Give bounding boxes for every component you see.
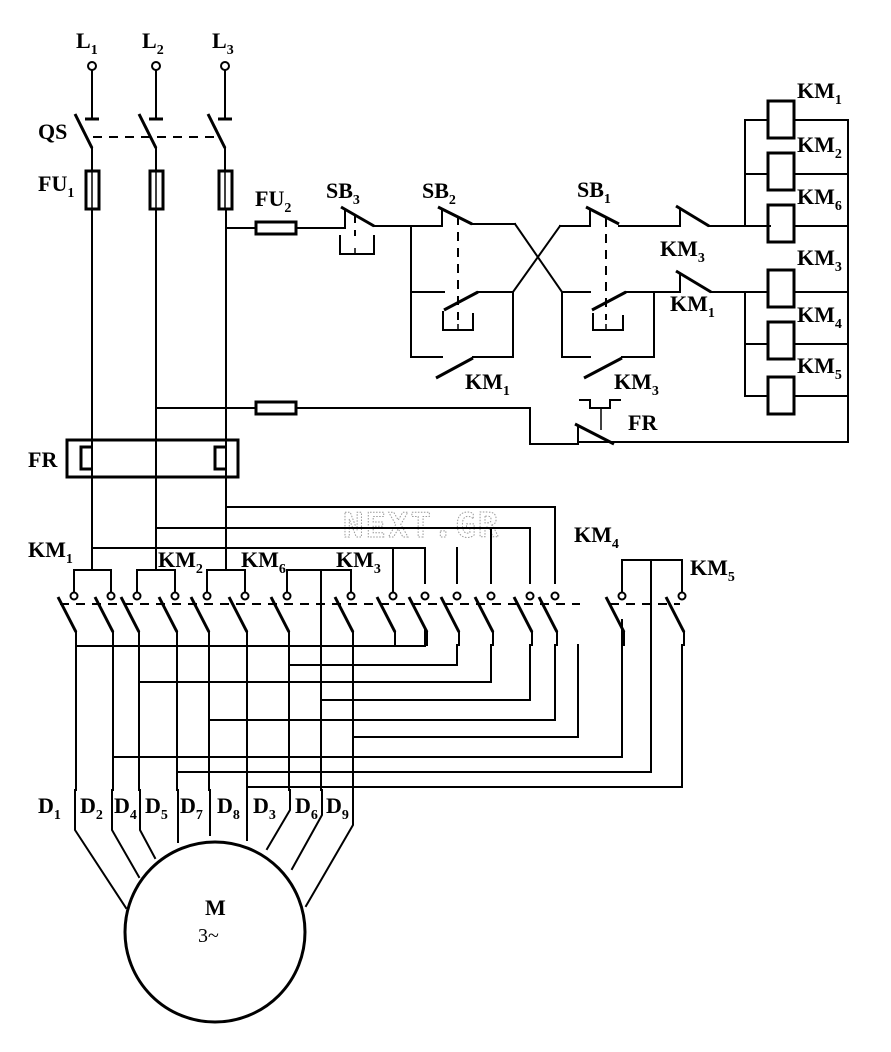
- sb3-label: SB3: [326, 178, 360, 208]
- motor-type-label: 3~: [198, 925, 219, 947]
- motor-icon: [123, 840, 307, 1024]
- km3-interlock-contact-icon: [675, 204, 710, 228]
- svg-text:L3: L3: [212, 28, 234, 58]
- terminal-d4-label: D4: [114, 793, 137, 823]
- terminal-d7-label: D7: [180, 793, 203, 823]
- qs-disconnect-switch-icon: [73, 113, 227, 149]
- supply-label-l2: L2: [142, 28, 164, 58]
- main-contact-icon: [407, 591, 430, 646]
- main-contact-icon: [56, 591, 79, 646]
- terminal-d2-label: D2: [80, 793, 103, 823]
- sb1-button-icon: [561, 205, 627, 331]
- watermark: NEXT.GR: [343, 506, 500, 546]
- main-contact-icon: [439, 591, 462, 646]
- coil-km3-label: KM3: [797, 245, 842, 275]
- main-contact-icon: [119, 591, 142, 646]
- coil-km2-label: KM2: [797, 132, 842, 162]
- contactor-km3-label: KM3: [336, 547, 381, 577]
- km1-interlock-label: KM1: [670, 291, 715, 321]
- km1-interlock-contact-icon: [675, 269, 712, 294]
- fu2-fuse-icon: [254, 220, 298, 236]
- fu2-label: FU2: [255, 186, 291, 216]
- contactor-km5-label: KM5: [690, 555, 735, 585]
- fu1-label: FU1: [38, 171, 74, 201]
- km3-hold-contact-icon: [583, 356, 623, 380]
- main-contact-icon: [375, 591, 398, 646]
- main-contact-icon: [157, 591, 180, 646]
- coil-km5-icon: [766, 375, 796, 416]
- terminal-d3-label: D3: [253, 793, 276, 823]
- sb1-label: SB1: [577, 177, 611, 207]
- main-contact-icon: [473, 591, 496, 646]
- terminal-d1-label: D1: [38, 793, 61, 823]
- coil-km3-icon: [766, 268, 796, 309]
- coil-km6-icon: [766, 203, 796, 244]
- fr-control-label: FR: [628, 410, 658, 435]
- contactor-km6-label: KM6: [241, 547, 286, 577]
- fr-overload-contact-icon: [574, 399, 621, 446]
- contactor-km4-label: KM4: [574, 522, 619, 552]
- main-contact-icon: [537, 591, 560, 646]
- main-contact-icon: [227, 591, 250, 646]
- coil-km2-icon: [766, 151, 796, 192]
- fr-main-label: FR: [28, 447, 58, 472]
- supply-label-l1: L1: [76, 28, 98, 58]
- control-fuse-icon: [254, 400, 298, 416]
- main-contact-icon: [269, 591, 292, 646]
- supply-label-l3: L3: [212, 28, 234, 58]
- main-contact-icon: [93, 591, 116, 646]
- terminal-d6-label: D6: [295, 793, 318, 823]
- coil-km6-label: KM6: [797, 184, 842, 214]
- coil-km5-label: KM5: [797, 353, 842, 383]
- main-contact-icon: [333, 591, 356, 646]
- motor-terminal-labels: D1 D2 D4 D5 D7 D8 D3 D6 D9: [38, 793, 349, 823]
- km3-hold-label: KM3: [614, 369, 659, 399]
- coil-km4-label: KM4: [797, 302, 842, 332]
- svg-text:L1: L1: [76, 28, 98, 58]
- terminal-d9-label: D9: [326, 793, 349, 823]
- motor-leads: [74, 789, 354, 910]
- main-contact-icon: [189, 591, 212, 646]
- terminal-d5-label: D5: [145, 793, 168, 823]
- motor-label: M: [205, 895, 226, 920]
- fr-thermal-relay-icon: [65, 438, 240, 479]
- sb3-stop-button-icon: [339, 205, 375, 255]
- motor-wiring-group: [75, 619, 683, 791]
- contactor-km1-label: KM1: [28, 537, 73, 567]
- main-contact-icon: [664, 591, 687, 646]
- km3-interlock-label: KM3: [660, 236, 705, 266]
- fu1-fuses-icon: [84, 169, 234, 211]
- terminal-l2-icon: [151, 61, 161, 71]
- terminal-l3-icon: [220, 61, 230, 71]
- km1-hold-label: KM1: [465, 369, 510, 399]
- coil-km1-label: KM1: [797, 78, 842, 108]
- qs-label: QS: [38, 119, 67, 144]
- sb2-label: SB2: [422, 178, 456, 208]
- coil-km1-icon: [766, 99, 796, 140]
- sb2-button-icon: [410, 205, 479, 331]
- km1-hold-contact-icon: [435, 356, 474, 380]
- main-contacts-group: [56, 591, 687, 646]
- main-contact-icon: [512, 591, 535, 646]
- svg-text:L2: L2: [142, 28, 164, 58]
- terminal-l1-icon: [87, 61, 97, 71]
- terminal-d8-label: D8: [217, 793, 240, 823]
- coil-km4-icon: [766, 320, 796, 361]
- contactor-km2-label: KM2: [158, 547, 203, 577]
